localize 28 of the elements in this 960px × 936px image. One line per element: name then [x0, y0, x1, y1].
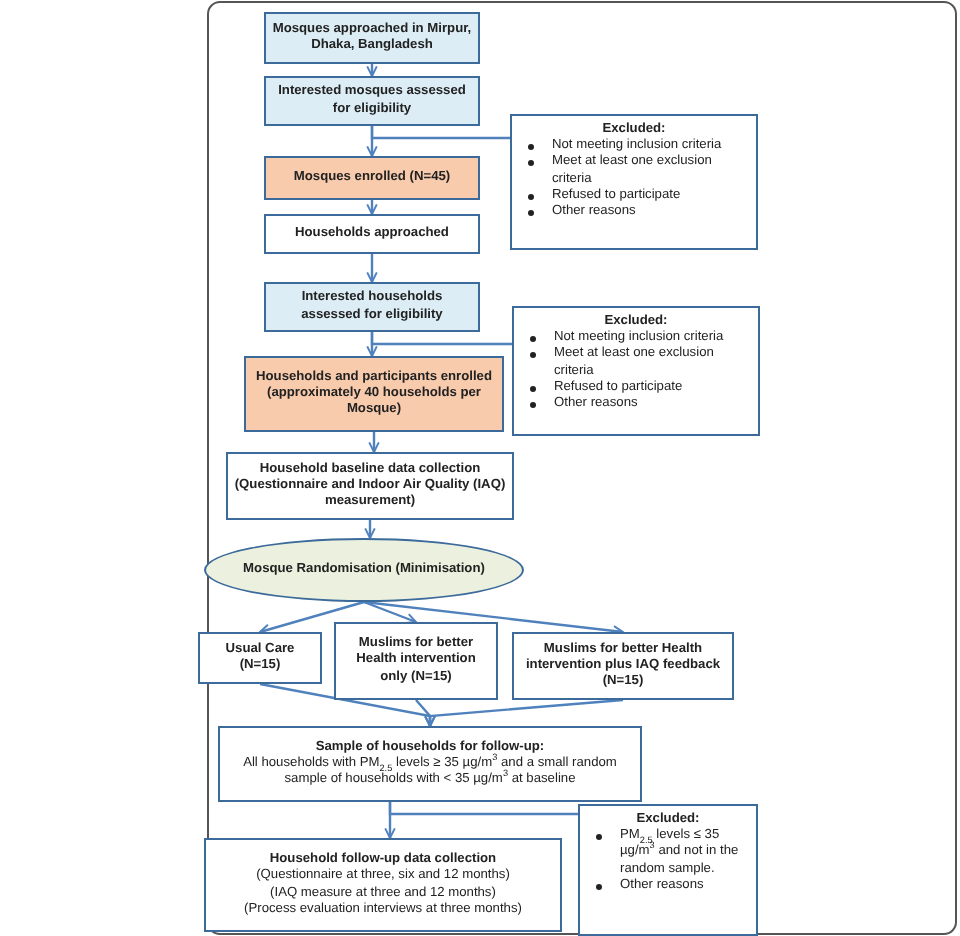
- process-box: [198, 632, 322, 684]
- exclusion-box: [578, 804, 758, 936]
- process-box: [226, 452, 514, 520]
- connector-line: [370, 126, 510, 140]
- process-box: [264, 214, 480, 254]
- process-box: [218, 726, 642, 802]
- connector-line: [388, 802, 578, 816]
- process-box: [264, 282, 480, 332]
- arrow: [366, 254, 378, 283]
- process-box: [244, 356, 504, 432]
- arrow: [366, 64, 378, 77]
- process-box: [264, 76, 480, 126]
- arrow: [259, 600, 365, 635]
- process-box: [204, 838, 562, 932]
- arrow: [368, 432, 380, 453]
- process-box: [334, 622, 498, 700]
- randomisation-ellipse: [204, 538, 524, 602]
- arrow: [363, 600, 624, 637]
- process-box: [264, 156, 480, 200]
- exclusion-box: [510, 114, 758, 250]
- exclusion-box: [512, 306, 760, 436]
- arrow: [366, 200, 378, 215]
- connector-line: [370, 332, 512, 346]
- process-box: [512, 632, 734, 700]
- arrow: [363, 600, 417, 624]
- arrow: [364, 520, 376, 539]
- arrow: [424, 698, 624, 727]
- process-box: [264, 12, 480, 64]
